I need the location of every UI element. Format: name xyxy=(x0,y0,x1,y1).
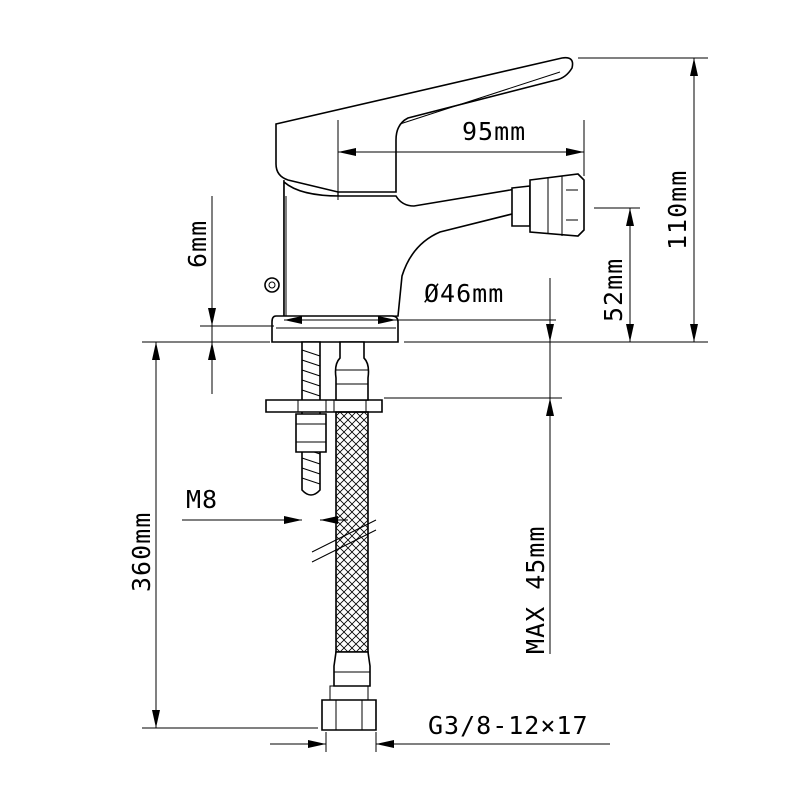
dim-label-max-45mm: MAX 45mm xyxy=(521,526,550,654)
dim-label-g38: G3/8-12×17 xyxy=(428,711,589,740)
dim-label-110mm: 110mm xyxy=(663,170,692,250)
spout xyxy=(283,180,521,319)
dim-total-height: 110mm xyxy=(404,57,708,343)
dim-stud-thread: M8 xyxy=(182,485,348,524)
dim-body-diameter: Ø46mm xyxy=(284,279,556,324)
dim-outlet-height: 52mm xyxy=(594,207,640,342)
fixing-plate xyxy=(265,399,383,413)
lift-rod-ring xyxy=(264,277,280,293)
spray-head xyxy=(511,185,531,227)
dim-label-m8: M8 xyxy=(186,485,218,514)
hose-nut xyxy=(321,699,377,731)
dim-label-95mm: 95mm xyxy=(462,117,526,146)
base-plate xyxy=(271,315,399,343)
dim-label-46mm: Ø46mm xyxy=(424,279,504,308)
dim-max-deck: MAX 45mm xyxy=(384,278,562,654)
dim-spout-reach: 95mm xyxy=(337,117,585,200)
mounting-hardware xyxy=(265,341,383,496)
dim-base-thickness: 6mm xyxy=(183,196,274,394)
flexible-hose xyxy=(311,341,377,731)
dim-hose-connection: G3/8-12×17 xyxy=(270,711,610,752)
dim-label-360mm: 360mm xyxy=(127,512,156,592)
fixing-nut xyxy=(295,413,327,453)
dim-hose-length: 360mm xyxy=(127,341,318,729)
dim-label-52mm: 52mm xyxy=(599,258,628,322)
lever-handle xyxy=(275,56,574,193)
faucet-body xyxy=(264,56,585,343)
dim-label-6mm: 6mm xyxy=(183,220,212,268)
